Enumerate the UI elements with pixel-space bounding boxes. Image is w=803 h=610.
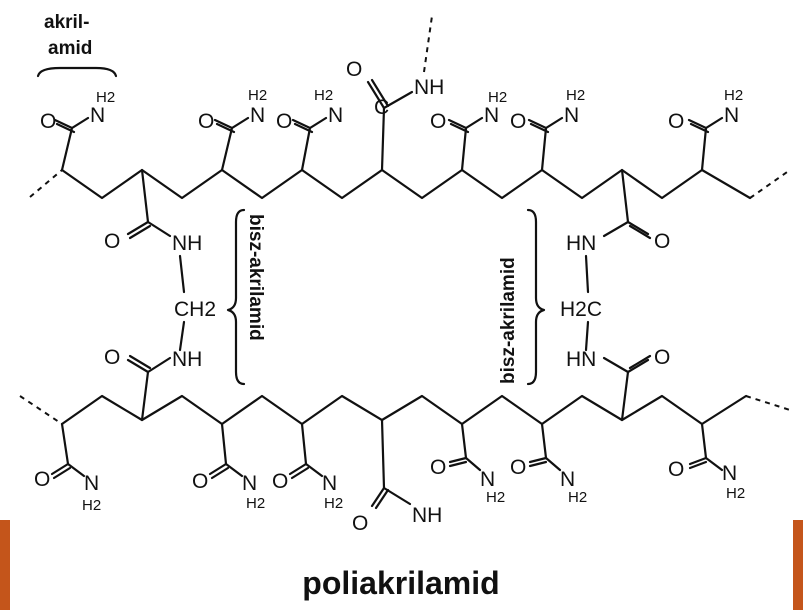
top-amide-central: O C NH bbox=[346, 15, 444, 172]
svg-text:NH: NH bbox=[172, 348, 202, 371]
bottom-backbone-dash-left bbox=[19, 395, 63, 425]
right-crosslink-label: bisz-akrilamid bbox=[498, 257, 519, 384]
bottom-amide-6: O N H2 bbox=[668, 422, 745, 502]
svg-text:N: N bbox=[250, 104, 265, 127]
svg-text:N: N bbox=[724, 104, 739, 127]
accent-band-right bbox=[793, 520, 803, 610]
right-crosslink-brace bbox=[526, 208, 546, 386]
svg-text:H2: H2 bbox=[248, 87, 267, 104]
svg-text:O: O bbox=[272, 470, 288, 493]
svg-text:NH: NH bbox=[412, 504, 442, 527]
svg-text:N: N bbox=[90, 104, 105, 127]
svg-text:O: O bbox=[104, 230, 120, 253]
top-amide-4: O N H2 bbox=[430, 89, 507, 172]
svg-text:O: O bbox=[510, 110, 526, 133]
svg-text:NH: NH bbox=[414, 76, 444, 99]
svg-text:H2: H2 bbox=[82, 497, 101, 514]
polymer-title: poliakrilamid bbox=[302, 565, 499, 601]
right-crosslink: O HN H2C HN O bbox=[560, 168, 670, 422]
svg-text:N: N bbox=[328, 104, 343, 127]
svg-text:N: N bbox=[322, 472, 337, 495]
svg-text:HN: HN bbox=[566, 348, 596, 371]
svg-text:O: O bbox=[510, 456, 526, 479]
left-crosslink-brace bbox=[226, 208, 246, 386]
svg-text:H2: H2 bbox=[566, 87, 585, 104]
top-backbone-chain bbox=[60, 168, 752, 200]
top-amide-6: O N H2 bbox=[668, 87, 743, 172]
svg-text:O: O bbox=[668, 458, 684, 481]
svg-text:O: O bbox=[34, 468, 50, 491]
svg-text:N: N bbox=[564, 104, 579, 127]
svg-text:HN: HN bbox=[566, 232, 596, 255]
top-amide-1: O N H2 bbox=[40, 89, 115, 172]
svg-text:H2: H2 bbox=[724, 87, 743, 104]
svg-text:H2: H2 bbox=[96, 89, 115, 106]
svg-text:H2: H2 bbox=[486, 489, 505, 506]
left-crosslink: O NH CH2 NH O bbox=[104, 168, 216, 422]
bottom-amide-3: O N H2 bbox=[272, 422, 343, 512]
top-amide-3: O N H2 bbox=[276, 87, 343, 172]
svg-text:N: N bbox=[484, 104, 499, 127]
svg-text:H2: H2 bbox=[488, 89, 507, 106]
monomer-label-line1: akril- bbox=[44, 12, 89, 33]
bottom-amide-4: O N H2 bbox=[430, 422, 505, 506]
svg-text:O: O bbox=[198, 110, 214, 133]
svg-text:O: O bbox=[430, 456, 446, 479]
top-backbone-dash-left bbox=[29, 169, 63, 198]
top-amide-5: O N H2 bbox=[510, 87, 585, 172]
svg-text:N: N bbox=[722, 462, 737, 485]
bottom-backbone-dash-right bbox=[745, 395, 791, 411]
bottom-backbone-chain bbox=[60, 394, 748, 426]
svg-text:N: N bbox=[84, 472, 99, 495]
accent-band-left bbox=[0, 520, 10, 610]
svg-text:O: O bbox=[276, 110, 292, 133]
svg-text:N: N bbox=[480, 468, 495, 491]
svg-text:O: O bbox=[192, 470, 208, 493]
bottom-amide-2: O N H2 bbox=[192, 422, 265, 512]
bottom-amide-5: O N H2 bbox=[510, 422, 587, 506]
bottom-amide-1: O N H2 bbox=[34, 422, 101, 514]
svg-text:O: O bbox=[654, 230, 670, 253]
svg-text:O: O bbox=[104, 346, 120, 369]
svg-text:N: N bbox=[560, 468, 575, 491]
svg-text:H2: H2 bbox=[568, 489, 587, 506]
top-backbone-dash-right bbox=[749, 169, 791, 199]
monomer-bracket bbox=[36, 66, 118, 78]
svg-text:NH: NH bbox=[172, 232, 202, 255]
svg-text:O: O bbox=[346, 58, 362, 81]
svg-text:O: O bbox=[654, 346, 670, 369]
bottom-amide-central: O NH bbox=[352, 418, 442, 535]
left-crosslink-label: bisz-akrilamid bbox=[245, 214, 266, 341]
svg-text:O: O bbox=[352, 512, 368, 535]
top-amide-2: O N H2 bbox=[198, 87, 267, 172]
svg-text:H2C: H2C bbox=[560, 298, 602, 321]
svg-text:H2: H2 bbox=[726, 485, 745, 502]
svg-text:O: O bbox=[40, 110, 56, 133]
svg-text:O: O bbox=[430, 110, 446, 133]
svg-text:H2: H2 bbox=[314, 87, 333, 104]
svg-text:O: O bbox=[668, 110, 684, 133]
svg-text:H2: H2 bbox=[324, 495, 343, 512]
svg-text:N: N bbox=[242, 472, 257, 495]
svg-text:CH2: CH2 bbox=[174, 298, 216, 321]
svg-text:H2: H2 bbox=[246, 495, 265, 512]
monomer-label-line2: amid bbox=[48, 38, 92, 59]
svg-text:C: C bbox=[374, 96, 389, 119]
